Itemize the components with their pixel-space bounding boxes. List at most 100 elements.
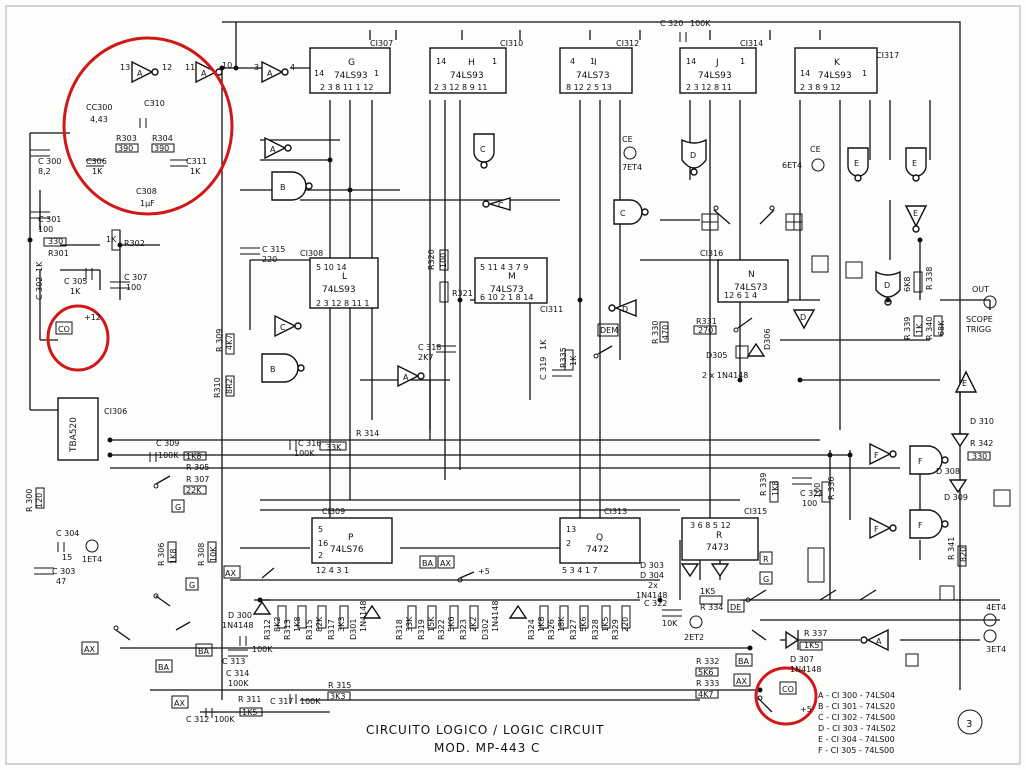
svg-text:D: D: [800, 313, 806, 322]
label-c301: C 301: [38, 215, 61, 224]
ic-j-ref: CI314: [740, 39, 763, 48]
ic-j-letter: J: [715, 58, 719, 68]
value-r300: 120: [35, 493, 44, 508]
crystal-label-c310: C310: [144, 99, 165, 108]
value-c305: 1K: [70, 287, 81, 296]
svg-text:14: 14: [436, 57, 446, 66]
svg-text:1: 1: [374, 69, 379, 78]
pattern-icons: [701, 213, 1011, 667]
svg-text:F: F: [874, 451, 879, 460]
label-c312: C 312: [186, 715, 209, 724]
ic-r-letter: R: [716, 531, 722, 541]
label-c313: C 313: [222, 657, 245, 666]
row-label-r328: R328: [591, 619, 600, 640]
label-ce-a: CE: [622, 135, 633, 144]
value-c322: 10K: [662, 619, 678, 628]
ic-r-part: 7473: [706, 543, 729, 553]
label-d310: D 310: [970, 417, 994, 426]
legend-line-a: A - CI 300 - 74LS04: [818, 691, 895, 700]
crystal-label-c308: C308: [136, 187, 157, 196]
row-value-r326: 18K: [557, 616, 566, 632]
crystal-label-1kb: 1K: [190, 167, 201, 176]
label-d309: D 309: [944, 493, 968, 502]
ic-q-ref: CI313: [604, 507, 627, 516]
ic-n-part: 74LS73: [734, 283, 768, 293]
svg-text:C: C: [498, 201, 504, 210]
ic-g-letter: G: [348, 58, 355, 68]
row-value-r315: 82K: [315, 616, 324, 632]
label-r334: R 334: [700, 603, 723, 612]
ic-labels: G 74LS93 CI307 H 74LS93 CI310 I 74LS73 C…: [69, 39, 899, 555]
value-r341: 820: [959, 547, 968, 562]
tag-ba-1: BA: [198, 647, 209, 656]
ic-l-letter: L: [342, 272, 347, 282]
label-c302: C 302: [35, 277, 44, 300]
value-c312: 100K: [214, 715, 235, 724]
label-r340: R 340: [925, 317, 934, 340]
label-r302: R302: [124, 239, 145, 248]
row-value-d301: 1N4148: [359, 601, 368, 632]
ic-h-ref: CI310: [500, 39, 523, 48]
svg-text:14: 14: [686, 57, 696, 66]
value-c301: 100: [38, 225, 53, 234]
value-r307: 22K: [186, 486, 202, 495]
value-r308: 10K: [209, 546, 218, 562]
value-r301: 330: [48, 237, 63, 246]
label-r332: R 332: [696, 657, 719, 666]
ic-i: [559, 47, 633, 94]
ic-h-letter: H: [468, 58, 475, 68]
label-2et2: 2ET2: [684, 633, 704, 642]
ic-i-ref: CI312: [616, 39, 639, 48]
label-r306: R 306: [157, 543, 166, 566]
svg-text:12 4 3 1: 12 4 3 1: [316, 566, 349, 575]
value-r340: 68K: [937, 320, 946, 336]
svg-text:5 11 4 3 7 9: 5 11 4 3 7 9: [480, 263, 528, 272]
label-3et4: 3ET4: [986, 645, 1006, 654]
junction-dots: [27, 65, 923, 693]
svg-text:16: 16: [318, 539, 328, 548]
row-value-r322: 5K6: [447, 617, 456, 632]
tag-ax-1: AX: [225, 569, 236, 578]
value-c303: 47: [56, 577, 66, 586]
svg-text:A: A: [403, 373, 409, 382]
svg-text:1: 1: [492, 57, 497, 66]
label-r342: R 342: [970, 439, 993, 448]
label-diodes-pair: 2 x 1N4148: [702, 371, 748, 380]
value-r311: 1K5: [242, 708, 257, 717]
crystal-label-c311: C311: [186, 157, 207, 166]
svg-text:2: 2: [318, 551, 323, 560]
legend-line-c: C - CI 302 - 74LS00: [818, 713, 895, 722]
label-ce6: 6ET4: [782, 161, 802, 170]
label-c315: C 315: [262, 245, 285, 254]
tag-g-2: G: [189, 581, 195, 590]
label-c304: C 304: [56, 529, 79, 538]
row-label-r322: R322: [437, 619, 446, 640]
tag-ba-3: BA: [738, 657, 749, 666]
passives: [30, 32, 991, 718]
legend-line-e: E - CI 304 - 74LS00: [818, 735, 895, 744]
ic-j-part: 74LS93: [698, 71, 732, 81]
value-r305a: 1K8: [186, 452, 201, 461]
svg-text:2 3 12 8 11 1: 2 3 12 8 11 1: [316, 299, 369, 308]
svg-text:F: F: [918, 457, 923, 466]
label-d307: D 307: [790, 655, 814, 664]
ic-g-part: 74LS93: [334, 71, 368, 81]
crystal-label-390a: 390: [118, 144, 133, 153]
label-c314: C 314: [226, 669, 249, 678]
svg-text:5 10 14: 5 10 14: [316, 263, 347, 272]
crystal-label-1uf: 1µF: [140, 199, 155, 208]
co-plus12-highlight: [46, 304, 110, 372]
value-c318: 2K7: [418, 353, 433, 362]
row-label-r329: R329: [611, 619, 620, 640]
tag-ax-2: AX: [84, 645, 95, 654]
value-r337: 1K5: [804, 641, 819, 650]
label-d304: D 304: [640, 571, 664, 580]
value-c313: 100K: [252, 645, 273, 654]
value-c315: 220: [262, 255, 277, 264]
row-value-r319: 15K: [427, 616, 436, 632]
crystal-label-c306: C306: [86, 157, 107, 166]
ic-h-part: 74LS93: [450, 71, 484, 81]
value-c302: 1K: [35, 261, 44, 272]
label-r337: R 337: [804, 629, 827, 638]
